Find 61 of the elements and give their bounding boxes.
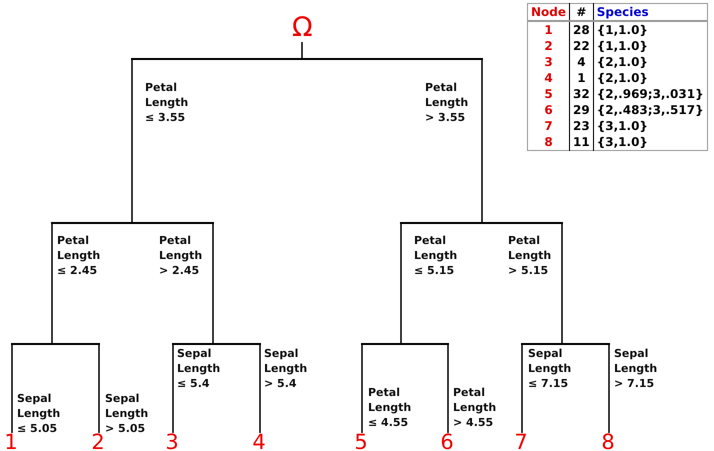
branch-line — [212, 223, 214, 343]
table-cell: {2,.483;3,.517} — [593, 102, 708, 118]
column-header: Species — [593, 4, 708, 21]
leaf-number: 3 — [160, 431, 184, 451]
branch-line — [98, 344, 100, 433]
table-cell: 8 — [528, 134, 570, 150]
table-cell: {2,.969;3,.031} — [593, 86, 708, 102]
table-cell: {3,1.0} — [593, 118, 708, 134]
branch-line — [172, 344, 174, 433]
branch-line — [521, 344, 523, 433]
column-header: Node — [528, 4, 570, 21]
split-condition: Petal Length > 2.45 — [159, 233, 204, 278]
table-cell: {3,1.0} — [593, 134, 708, 150]
branch-line — [608, 344, 610, 433]
branch-line — [301, 42, 303, 58]
table-cell: 3 — [528, 54, 570, 70]
split-condition: Petal Length > 3.55 — [425, 80, 470, 125]
table-cell: 7 — [528, 118, 570, 134]
split-condition: Petal Length > 4.55 — [453, 385, 498, 430]
root-symbol: Ω — [292, 14, 313, 42]
branch-line — [447, 344, 449, 433]
table-cell: 1 — [570, 70, 594, 86]
branch-line — [11, 344, 13, 433]
table-cell: 1 — [528, 21, 570, 38]
branch-line — [561, 223, 563, 343]
table-cell: {1,1.0} — [593, 21, 708, 38]
column-header: # — [570, 4, 594, 21]
split-condition: Petal Length ≤ 5.15 — [414, 233, 458, 278]
table-cell: 4 — [570, 54, 594, 70]
leaf-number: 8 — [596, 431, 620, 451]
leaf-number: 7 — [509, 431, 533, 451]
split-condition: Petal Length ≤ 2.45 — [57, 233, 102, 278]
table-cell: {2,1.0} — [593, 54, 708, 70]
leaf-number: 5 — [349, 431, 373, 451]
split-condition: Petal Length ≤ 3.55 — [145, 80, 190, 125]
split-condition: Sepal Length > 5.4 — [264, 346, 308, 391]
split-condition: Sepal Length ≤ 7.15 — [528, 346, 572, 391]
table-cell: 29 — [570, 102, 594, 118]
split-condition: Petal Length > 5.15 — [508, 233, 552, 278]
table-cell: 5 — [528, 86, 570, 102]
table-cell: {1,1.0} — [593, 38, 708, 54]
split-condition: Sepal Length > 7.15 — [614, 346, 658, 391]
leaf-number: 4 — [247, 431, 271, 451]
branch-line — [51, 223, 53, 343]
table-cell: 11 — [570, 134, 594, 150]
branch-line — [131, 59, 133, 222]
split-condition: Petal Length ≤ 4.55 — [368, 385, 412, 430]
table-cell: 32 — [570, 86, 594, 102]
branch-line — [361, 344, 363, 433]
leaf-number: 6 — [435, 431, 459, 451]
split-condition: Sepal Length ≤ 5.4 — [177, 346, 222, 391]
table-cell: 23 — [570, 118, 594, 134]
table-cell: 6 — [528, 102, 570, 118]
table-cell: 28 — [570, 21, 594, 38]
table-cell: 2 — [528, 38, 570, 54]
table-cell: 4 — [528, 70, 570, 86]
branch-line — [481, 59, 483, 222]
branch-line — [400, 223, 402, 343]
table-cell: 22 — [570, 38, 594, 54]
table-cell: {2,1.0} — [593, 70, 708, 86]
branch-line — [259, 344, 261, 433]
